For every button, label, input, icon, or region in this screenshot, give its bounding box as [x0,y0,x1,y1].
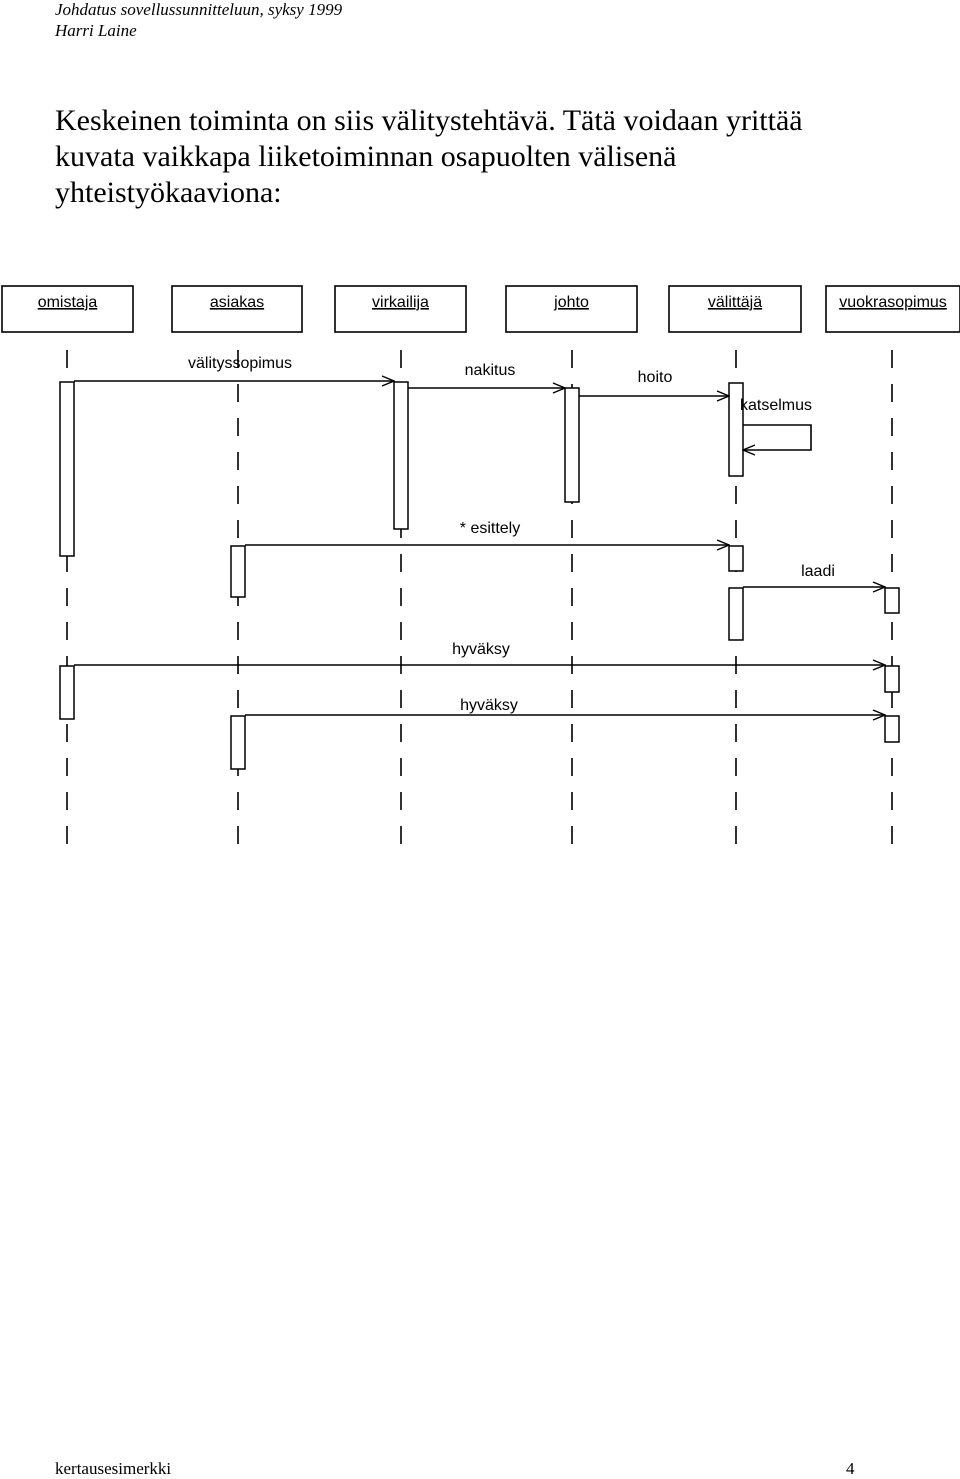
activation-bar-vuokrasopimus [884,665,900,693]
activation-bar-omistaja [59,381,75,557]
object-label-asiakas: asiakas [210,294,264,311]
object-box-valittaja [668,285,802,333]
object-box-asiakas [171,285,303,333]
object-box-johto [505,285,638,333]
activation-bar-johto [564,387,580,503]
message-label: hyväksy [452,641,510,658]
intro-line-1: Keskeinen toiminta on siis välitystehtäv… [55,104,803,137]
header-course: Johdatus sovellussunnitteluun, syksy 199… [55,0,343,19]
message-label: hyväksy [460,697,518,714]
activation-bar-omistaja [59,665,75,720]
object-label-johto: johto [553,294,589,311]
intro-line-3: yhteistyökaaviona: [55,176,282,209]
message-arrow-self [743,424,812,450]
message-label: katselmus [740,397,812,414]
intro-line-2: kuvata vaikkapa liiketoiminnan osapuolte… [55,140,677,173]
activation-bar-virkailija [393,381,409,530]
object-label-virkailija: virkailija [372,294,429,311]
message-label: laadi [801,563,835,580]
object-box-omistaja [1,285,134,333]
footer-label: kertausesimerkki [55,1459,172,1478]
page-number: 4 [846,1459,855,1478]
activation-bar-valittaja [728,545,744,572]
message-label: * esittely [460,520,520,537]
header-author: Harri Laine [55,21,137,40]
activation-bar-asiakas [230,545,246,598]
activation-bar-valittaja [728,382,744,477]
object-box-virkailija [334,285,467,333]
message-label: välityssopimus [188,355,292,372]
message-label: nakitus [465,362,516,379]
activation-bar-vuokrasopimus [884,715,900,743]
intro-paragraph: Keskeinen toiminta on siis välitystehtäv… [55,103,935,211]
object-label-vuokrasopimus: vuokrasopimus [839,294,947,311]
object-box-vuokrasopimus [825,285,960,333]
activation-bar-valittaja [728,587,744,641]
activation-bar-vuokrasopimus [884,587,900,614]
activation-bar-asiakas [230,715,246,770]
object-label-valittaja: välittäjä [708,294,762,311]
object-label-omistaja: omistaja [38,294,98,311]
message-label: hoito [638,369,673,386]
